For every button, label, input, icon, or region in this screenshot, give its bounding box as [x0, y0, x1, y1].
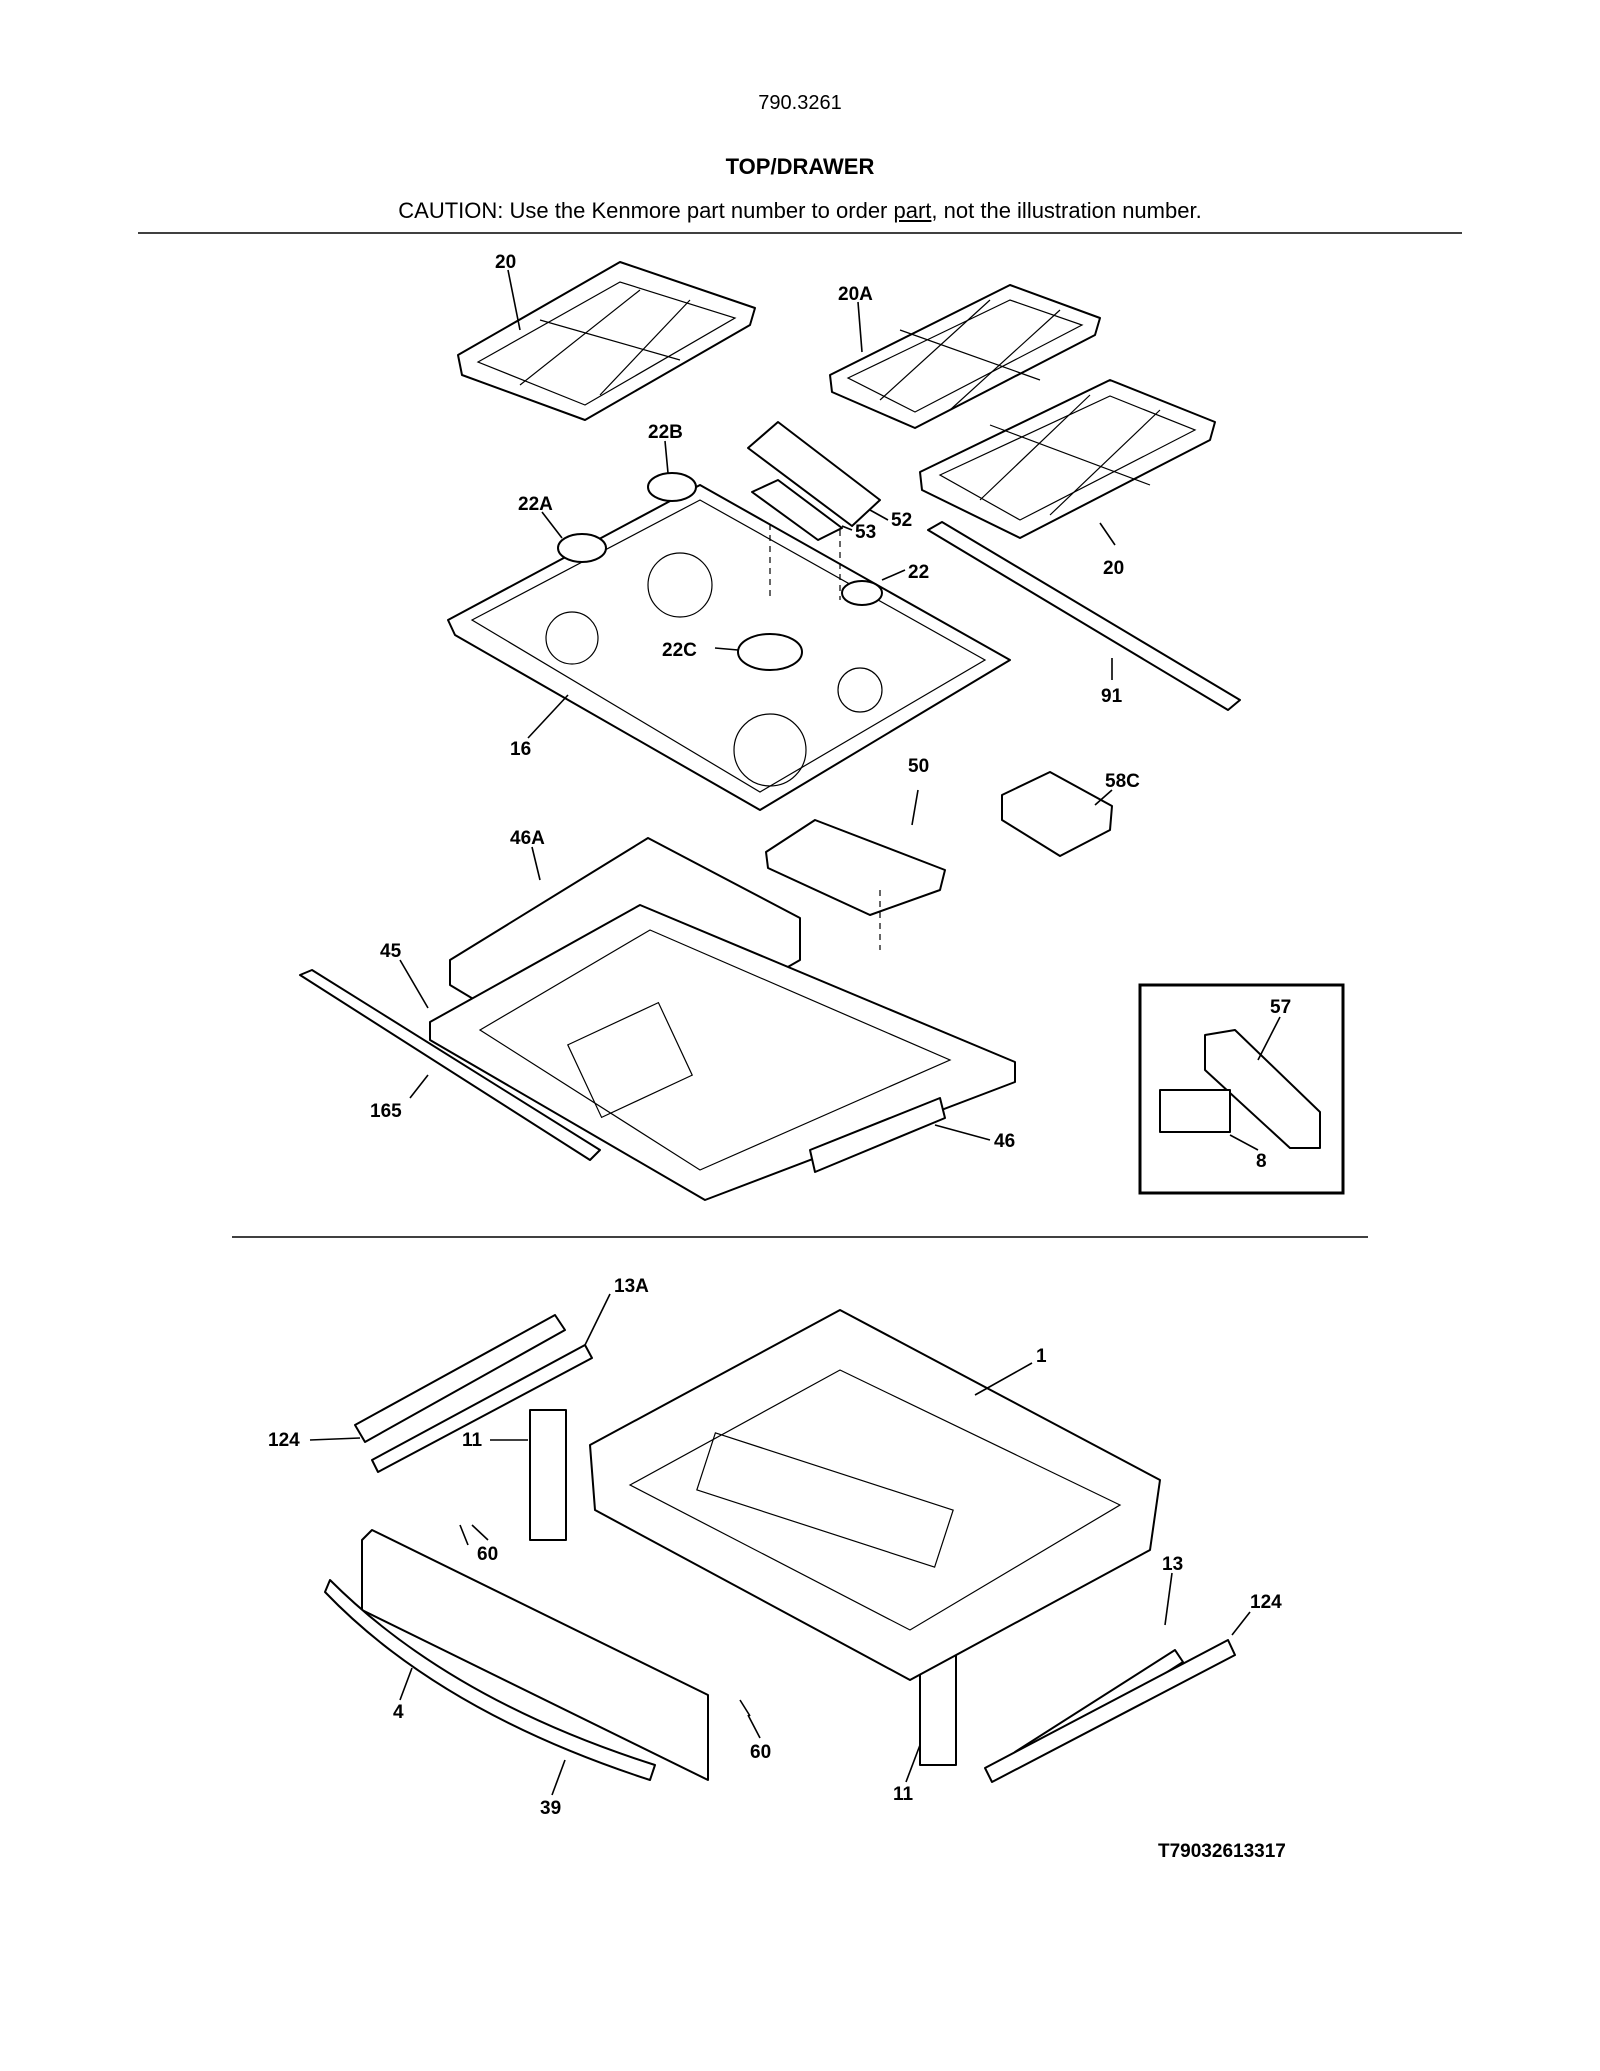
callout-1: 1	[1036, 1346, 1047, 1367]
model-number: 790.3261	[758, 92, 842, 114]
caution-notice: CAUTION: Use the Kenmore part number to …	[0, 198, 1600, 224]
grate-center	[829, 284, 1101, 429]
callout-60-bottom: 60	[750, 1742, 771, 1763]
callout-20a: 20A	[838, 284, 873, 305]
slide-rail-13a	[371, 1344, 593, 1473]
callout-165: 165	[370, 1101, 402, 1122]
griddle-cover	[747, 421, 881, 541]
grate-left	[457, 261, 756, 421]
callout-22: 22	[908, 562, 929, 583]
section-title: TOP/DRAWER	[725, 154, 875, 179]
callout-52: 52	[891, 510, 912, 531]
callout-39: 39	[540, 1798, 561, 1819]
callout-11-bottom: 11	[893, 1784, 914, 1805]
screw-60-bottom	[739, 1699, 751, 1717]
burner-cap-22a	[557, 533, 607, 563]
side-panel-46	[809, 1097, 946, 1173]
diagram-code: T79032613317	[1158, 1841, 1286, 1862]
callout-4: 4	[393, 1702, 404, 1723]
caution-text-start: CAUTION: Use the Kenmore part number to …	[398, 198, 894, 223]
callout-53: 53	[855, 522, 876, 543]
drawer-body	[589, 1309, 1161, 1681]
callout-58c: 58C	[1105, 771, 1140, 792]
callout-45: 45	[380, 941, 402, 962]
caution-part-word: part	[893, 198, 932, 223]
drawer-handle	[324, 1579, 656, 1781]
cooktop	[447, 484, 1011, 811]
callout-20-right: 20	[1103, 558, 1124, 579]
callout-20-left: 20	[495, 252, 516, 273]
trim-strip	[927, 521, 1241, 711]
callout-60-top: 60	[477, 1544, 498, 1565]
callout-124-left: 124	[268, 1430, 300, 1451]
drawer-front	[361, 1529, 709, 1781]
callout-13a: 13A	[614, 1276, 649, 1297]
callout-124-right: 124	[1250, 1592, 1282, 1613]
callout-22b: 22B	[648, 422, 683, 443]
burner-bowl	[765, 819, 946, 916]
burner-cap-22b	[647, 472, 697, 502]
callout-50: 50	[908, 756, 929, 777]
callout-46: 46	[994, 1131, 1015, 1152]
bracket-57	[1204, 1029, 1321, 1149]
slide-13a	[354, 1314, 566, 1443]
callout-13: 13	[1162, 1554, 1183, 1575]
callout-8: 8	[1256, 1151, 1267, 1172]
callout-22c: 22C	[662, 640, 697, 661]
callout-22a: 22A	[518, 494, 553, 515]
burner-cap-22	[841, 580, 883, 606]
caution-text-end: , not the illustration number.	[931, 198, 1202, 223]
spark-module-block	[1001, 771, 1113, 857]
callout-46a: 46A	[510, 828, 545, 849]
rail-165	[299, 969, 601, 1161]
grate-right	[919, 379, 1216, 539]
screw-60-top	[459, 1524, 469, 1546]
callout-57: 57	[1270, 997, 1291, 1018]
spark-module-8	[1159, 1089, 1231, 1133]
callout-91: 91	[1101, 686, 1123, 707]
slide-rail-124	[984, 1639, 1236, 1783]
callout-16: 16	[510, 739, 531, 760]
bracket-11-top	[529, 1409, 567, 1541]
burner-cap-22c	[737, 633, 803, 671]
callout-11-top: 11	[462, 1430, 483, 1451]
